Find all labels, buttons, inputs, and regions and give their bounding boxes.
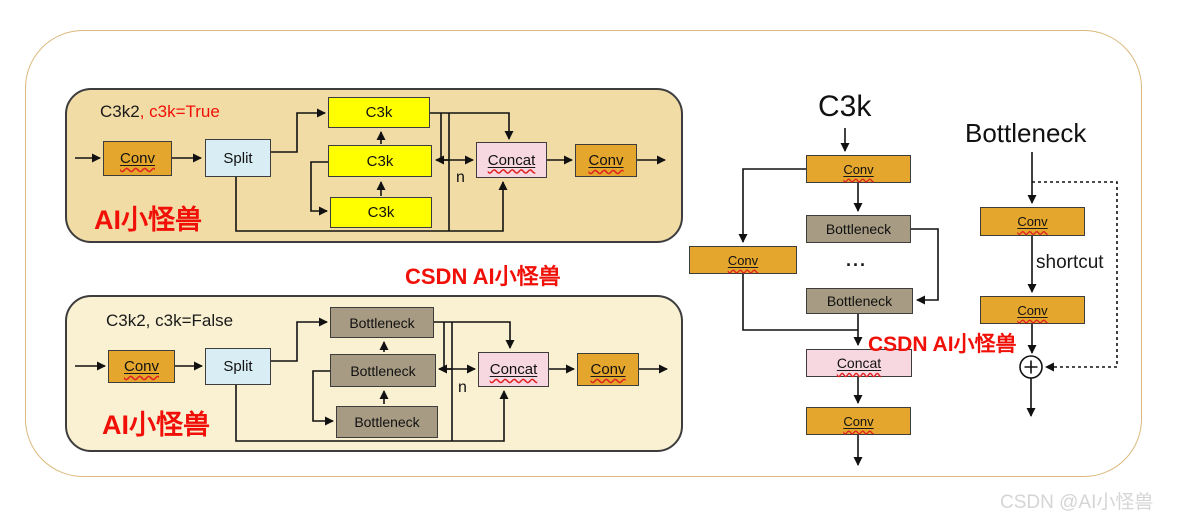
c3k-label: C3k [367, 204, 395, 221]
add-circle-icon [1019, 355, 1043, 379]
c3k-label: C3k [366, 152, 394, 170]
c3k-node: C3k [330, 197, 432, 228]
conv-node: Conv [577, 353, 639, 386]
conv-node: Conv [108, 350, 175, 383]
conv-node: Conv [689, 246, 797, 274]
right-watermark: CSDN AI小怪兽 [868, 333, 1017, 356]
concat-label: Concat [836, 355, 882, 371]
concat-node: Concat [478, 352, 549, 387]
bottleneck-node: Bottleneck [330, 307, 434, 338]
c3k-label: C3k [365, 104, 393, 121]
bottleneck-node: Bottleneck [806, 288, 913, 314]
conv-node: Conv [103, 141, 172, 176]
conv-label: Conv [1017, 214, 1048, 229]
conv-node: Conv [980, 207, 1085, 236]
bottleneck-label: Bottleneck [350, 362, 416, 379]
split-label: Split [223, 149, 253, 167]
bottleneck-wires [1026, 152, 1118, 417]
split-node: Split [205, 348, 271, 385]
c3k-diagram-title: C3k [818, 90, 872, 123]
bottleneck-label: Bottleneck [825, 221, 892, 237]
panel-true-title-main: C3k2 [100, 102, 140, 121]
bottleneck-node: Bottleneck [330, 354, 436, 387]
conv-label: Conv [119, 150, 156, 167]
bottleneck-label: Bottleneck [826, 293, 893, 309]
ellipsis-label: ... [846, 250, 868, 270]
concat-label: Concat [489, 361, 538, 378]
panel-false-wires [75, 317, 668, 442]
center-watermark: CSDN AI小怪兽 [405, 264, 561, 289]
conv-node: Conv [806, 407, 911, 435]
n-repeat-label: n [456, 169, 465, 186]
bottleneck-label: Bottleneck [349, 314, 415, 331]
conv-node: Conv [575, 144, 637, 177]
panel-true-title: C3k2, c3k=True [100, 102, 220, 122]
bottleneck-node: Bottleneck [806, 215, 911, 243]
c3k-node: C3k [328, 145, 432, 177]
outer-frame [25, 30, 1142, 477]
shortcut-label: shortcut [1036, 252, 1104, 273]
conv-node: Conv [980, 296, 1085, 324]
bottleneck-label: Bottleneck [354, 414, 420, 430]
concat-node: Concat [806, 349, 912, 377]
conv-label: Conv [588, 152, 624, 169]
n-repeat-label: n [458, 379, 467, 396]
panel-true-wires [75, 108, 666, 232]
conv-node: Conv [806, 155, 911, 183]
bottom-watermark: CSDN @AI小怪兽 [1000, 492, 1154, 513]
c3k-node: C3k [328, 97, 430, 128]
conv-label: Conv [843, 161, 874, 177]
conv-label: Conv [843, 413, 874, 429]
panel-true-watermark: AI小怪兽 [94, 205, 202, 235]
split-node: Split [205, 139, 271, 177]
bottleneck-node: Bottleneck [336, 406, 438, 438]
split-label: Split [223, 358, 253, 375]
panel-false-title: C3k2, c3k=False [106, 311, 234, 330]
panel-false-watermark: AI小怪兽 [102, 410, 210, 440]
bottleneck-diagram-title: Bottleneck [965, 118, 1087, 148]
concat-node: Concat [476, 142, 547, 178]
c3k-wires [738, 128, 939, 466]
conv-label: Conv [123, 358, 160, 375]
conv-label: Conv [1017, 302, 1048, 318]
panel-true-title-param: , c3k=True [139, 102, 220, 121]
conv-label: Conv [727, 252, 759, 268]
concat-label: Concat [487, 151, 536, 169]
conv-label: Conv [590, 361, 626, 378]
